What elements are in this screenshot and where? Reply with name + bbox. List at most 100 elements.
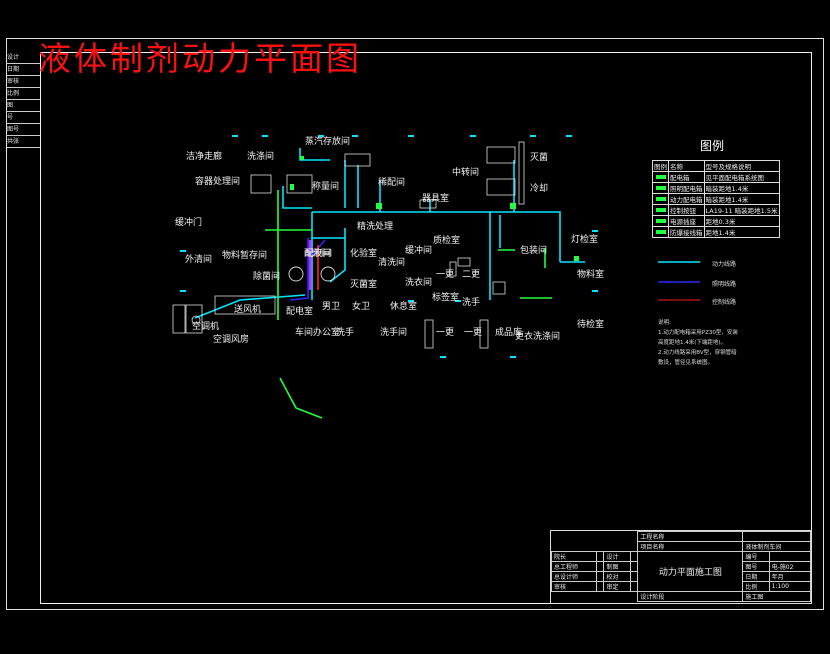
legend-symbol-icon xyxy=(652,204,669,216)
room-label-r42: 更衣洗涤间 xyxy=(515,332,561,342)
tb-cell: 1:100 xyxy=(768,581,812,592)
legend-line-control: 控制线路 xyxy=(712,299,737,306)
room-label-r23: 一更 xyxy=(436,270,455,280)
legend-name: 防爆接线箱 xyxy=(668,226,705,238)
side-column: 设计日期审核比例图号图号共张 xyxy=(6,52,40,148)
tb-cell xyxy=(629,581,639,592)
drawing-name: 动力平面施工图 xyxy=(637,551,744,592)
equipment-box xyxy=(479,319,489,349)
room-label-r22: 灯检室 xyxy=(571,235,599,245)
room-label-r25: 除菌间 xyxy=(253,272,281,282)
legend-header: 图例 名称 型号及规格说明 xyxy=(652,160,780,172)
room-label-r17: 精洗处理 xyxy=(357,222,394,232)
room-label-r29: 标签室 xyxy=(432,293,460,303)
room-label-r41: 一更 xyxy=(464,328,483,338)
tb-cell xyxy=(629,561,639,572)
room-label-r15: 配液间 xyxy=(304,249,332,259)
room-label-r38: 洗手间 xyxy=(380,328,408,338)
tb-cell: 校对 xyxy=(603,571,631,582)
tb-cell xyxy=(768,551,812,562)
tb-cell: 总设计师 xyxy=(551,571,597,582)
equipment-box xyxy=(424,319,434,349)
room-label-r35: 洗手 xyxy=(462,298,481,308)
tb-cell: 审核 xyxy=(551,581,597,592)
note-line: 2.动力线路采用BV型，穿钢管暗 xyxy=(658,350,737,356)
legend-name: 配电箱 xyxy=(668,171,705,183)
note-line: 敷设，管径见系统图。 xyxy=(658,360,714,366)
equipment-box xyxy=(486,178,516,196)
side-column-cell: 日期 xyxy=(6,64,40,76)
power-line xyxy=(329,228,346,283)
room-label-r2: 蒸汽存放间 xyxy=(305,137,351,147)
legend-title: 图例 xyxy=(700,139,725,153)
legend-symbol-icon xyxy=(652,215,669,227)
equipment-box xyxy=(486,146,516,164)
room-label-r19: 缓冲间 xyxy=(405,246,433,256)
room-label-r1: 洁净走廊 xyxy=(186,152,223,162)
room-label-r37: 成品库 xyxy=(495,328,523,338)
green-line xyxy=(279,377,323,419)
room-label-r21: 包装间 xyxy=(520,246,548,256)
tb-cell: 编号 xyxy=(742,551,770,562)
tb-cell: 总工程师 xyxy=(551,561,597,572)
side-column-cell: 共张 xyxy=(6,136,40,148)
legend-row: 动力配电箱暗装距地1.4米 xyxy=(652,193,780,205)
tb-cell: 电-施02 xyxy=(768,561,812,572)
legend-name: 照明配电箱 xyxy=(668,182,705,194)
legend-row: 照明配电箱暗装距地1.4米 xyxy=(652,182,780,194)
legend-spec: LA19-11 暗装距地1.5米 xyxy=(703,204,780,216)
room-label-r7: 稀配间 xyxy=(378,178,406,188)
room-label-r27: 物料室 xyxy=(577,270,605,280)
drawing-title: 液体制剂动力平面图 xyxy=(38,39,362,78)
equipment-box xyxy=(344,153,371,167)
tb-cell: 设计 xyxy=(603,551,631,562)
note-line: 1.动力配电箱采用PZ30型，安装 xyxy=(658,330,738,336)
legend-name: 动力配电箱 xyxy=(668,193,705,205)
side-column-cell: 图 xyxy=(6,100,40,112)
legend-symbol-icon xyxy=(652,193,669,205)
room-label-r4: 容器处理间 xyxy=(195,177,241,187)
room-label-r31: 配电室 xyxy=(286,307,314,317)
room-label-r28: 洗衣间 xyxy=(405,278,433,288)
legend-row: 电源插座距地0.3米 xyxy=(652,215,780,227)
motor-symbol xyxy=(288,266,304,282)
legend-spec: 见平面配电箱系统图 xyxy=(703,171,780,183)
room-label-r43: 空调机 xyxy=(192,322,220,332)
tb-cell: 年月 xyxy=(768,571,812,582)
legend-spec: 暗装距地1.4米 xyxy=(703,193,780,205)
drawing-outer-frame xyxy=(6,38,824,610)
tb-cell: 比例 xyxy=(742,581,770,592)
room-label-r45: 待检室 xyxy=(577,320,605,330)
equipment-box xyxy=(457,257,471,267)
phase-label: 设计阶段 xyxy=(637,591,744,602)
item-label: 项目名称 xyxy=(637,541,744,552)
room-label-r44: 空调风房 xyxy=(213,335,250,345)
room-label-r6: 配制间 xyxy=(305,249,333,259)
title-block: 工程名称 项目名称 液体制剂车间 院长 设计 动力平面施工图 编号 总工程师 制… xyxy=(550,530,812,604)
equipment-box xyxy=(172,304,186,334)
room-label-r13: 外清间 xyxy=(185,255,213,265)
legend-row: 配电箱见平面配电箱系统图 xyxy=(652,171,780,183)
side-column-cell: 图号 xyxy=(6,124,40,136)
legend-name: 控制按钮 xyxy=(668,204,705,216)
tb-cell: 制图 xyxy=(603,561,631,572)
motor-symbol xyxy=(191,315,201,325)
room-label-r8: 中转间 xyxy=(452,168,480,178)
power-line xyxy=(194,294,306,319)
equipment-box xyxy=(250,174,272,194)
motor-symbol xyxy=(320,266,336,282)
phase-value: 施工图 xyxy=(742,591,811,602)
room-label-r40: 一更 xyxy=(436,328,455,338)
legend-spec: 暗装距地1.4米 xyxy=(703,182,780,194)
legend-symbol-icon xyxy=(652,226,669,238)
tb-cell: 院长 xyxy=(551,551,597,562)
equipment-box xyxy=(214,295,276,315)
room-label-r26: 清洗间 xyxy=(378,258,406,268)
lighting-line xyxy=(289,238,309,301)
room-label-r3: 洗涤间 xyxy=(247,152,275,162)
room-label-r33: 女卫 xyxy=(352,302,371,312)
room-label-r16: 化验室 xyxy=(350,249,378,259)
tb-cell: 审定 xyxy=(603,581,631,592)
